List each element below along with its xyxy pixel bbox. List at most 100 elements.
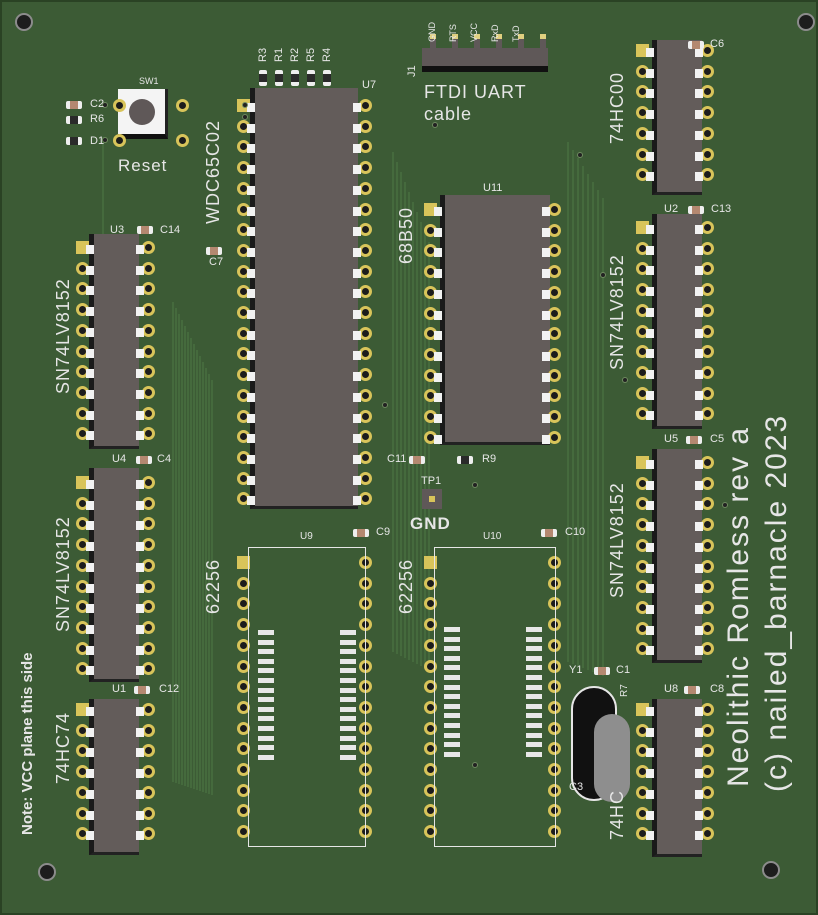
pin-lead xyxy=(646,460,654,469)
pin-lead xyxy=(353,103,361,112)
pin-lead xyxy=(86,245,94,254)
pin-lead xyxy=(136,265,144,275)
test-point-pad[interactable] xyxy=(422,489,442,509)
pin xyxy=(548,783,561,797)
capacitor xyxy=(353,529,369,537)
pin-lead xyxy=(86,645,94,655)
smd-pad xyxy=(526,684,542,690)
smd-pad xyxy=(444,665,460,671)
smd-pad xyxy=(340,678,356,683)
trace xyxy=(178,314,180,784)
capacitor xyxy=(688,206,704,214)
pin-lead xyxy=(247,165,255,175)
smd-pad xyxy=(444,655,460,661)
trace xyxy=(400,172,402,656)
pin-lead xyxy=(695,646,703,656)
ref-d1: D1 xyxy=(90,135,105,147)
pin-lead xyxy=(695,349,703,359)
pin-lead xyxy=(353,268,361,278)
pin-lead xyxy=(646,328,654,338)
ref-c8: C8 xyxy=(710,683,725,695)
pin-lead xyxy=(646,151,654,161)
pin-lead xyxy=(646,810,654,820)
header-pin-tip xyxy=(430,34,436,39)
pin-lead xyxy=(542,310,550,320)
pin xyxy=(548,618,561,632)
pin-lead xyxy=(646,48,654,57)
pin xyxy=(424,804,437,818)
pin-label-rxd: RxD xyxy=(490,24,500,43)
pin-lead xyxy=(136,327,144,337)
ref-c14: C14 xyxy=(160,224,181,236)
smd-pad xyxy=(526,655,542,661)
pin-lead xyxy=(86,410,94,420)
trace xyxy=(567,142,569,662)
pin-lead xyxy=(695,748,703,758)
smd-pad xyxy=(340,658,356,664)
pin-lead xyxy=(86,348,94,358)
pin-lead xyxy=(695,68,703,78)
smd-pad xyxy=(258,639,274,645)
pin-label-rts: RTS xyxy=(448,24,458,42)
smd-pad xyxy=(258,716,274,722)
pin-lead xyxy=(695,411,703,421)
ref-u2: U2 xyxy=(664,203,679,215)
pin-label-vcc: VCC xyxy=(469,22,479,42)
smd-pad xyxy=(340,687,356,693)
resistor xyxy=(457,456,473,464)
pin-lead xyxy=(247,227,255,237)
smd-pad xyxy=(258,630,274,635)
pin-lead xyxy=(646,266,654,276)
pin-lead xyxy=(86,327,94,337)
header-label-line1: FTDI UART xyxy=(424,82,527,102)
pin-lead xyxy=(646,646,654,656)
reset-button[interactable] xyxy=(118,89,168,139)
smd-pad xyxy=(444,732,460,738)
smd-pad xyxy=(444,646,460,652)
pin-lead xyxy=(695,460,703,469)
pin-lead xyxy=(646,245,654,255)
pin-lead xyxy=(86,604,94,614)
trace xyxy=(211,380,213,795)
trace xyxy=(587,174,589,670)
pin-lead xyxy=(646,89,654,99)
pin-lead xyxy=(646,501,654,511)
pin xyxy=(424,556,437,569)
header-pin xyxy=(474,34,480,50)
smd-pad xyxy=(444,751,460,757)
value-u9: 62256 xyxy=(203,558,223,614)
header-pin xyxy=(452,34,458,50)
pin-lead xyxy=(353,123,361,133)
ref-u3: U3 xyxy=(110,224,125,236)
pin-lead xyxy=(86,389,94,399)
pin-lead xyxy=(542,434,550,444)
smd-pad xyxy=(340,639,356,645)
pin xyxy=(548,700,561,714)
smd-pad xyxy=(340,697,356,703)
header-label-line2: cable xyxy=(424,104,473,124)
via xyxy=(382,402,388,408)
pin-lead xyxy=(695,225,703,234)
capacitor xyxy=(686,436,702,444)
pin-lead xyxy=(86,562,94,572)
pin-lead xyxy=(136,645,144,655)
pin xyxy=(548,804,561,818)
pin-lead xyxy=(353,330,361,340)
trace xyxy=(187,332,189,787)
ref-u8: U8 xyxy=(664,683,679,695)
pin-lead xyxy=(646,604,654,614)
ref-u4: U4 xyxy=(112,453,127,465)
switch-pin xyxy=(176,134,189,147)
u2-body xyxy=(652,214,702,429)
pin-lead xyxy=(695,287,703,297)
pin-lead xyxy=(646,411,654,421)
ref-sw1: SW1 xyxy=(139,76,159,86)
button-cap[interactable] xyxy=(129,99,155,125)
pin-lead xyxy=(542,351,550,361)
trace xyxy=(396,162,398,654)
pin-lead xyxy=(353,372,361,382)
ref-c3: C3 xyxy=(569,781,584,793)
pin-header[interactable] xyxy=(422,48,548,72)
trace xyxy=(193,344,195,789)
smd-pad xyxy=(258,735,274,741)
